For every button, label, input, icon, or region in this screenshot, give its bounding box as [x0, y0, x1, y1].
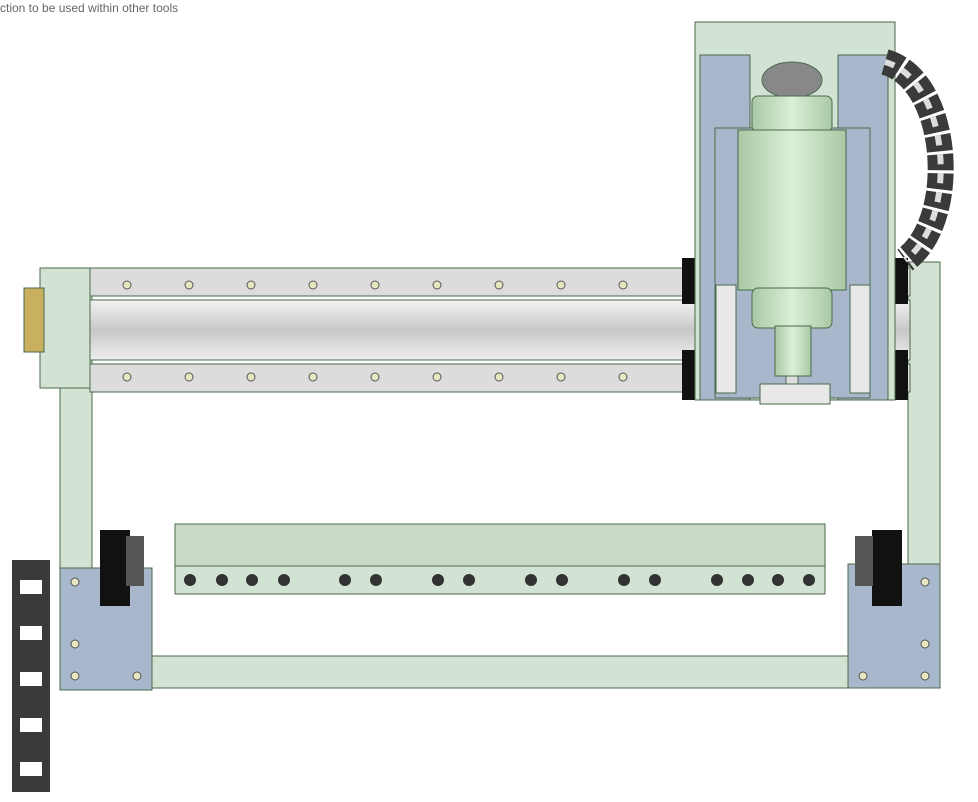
spindle-motor — [737, 61, 847, 385]
caption-text: ction to be used within other tools — [0, 1, 179, 15]
y-axis-bearings — [100, 530, 902, 606]
clamp-strip — [174, 523, 826, 595]
rail-bolts — [122, 280, 628, 382]
cable-chain-left — [12, 560, 50, 792]
frame-bolts — [70, 577, 930, 681]
clamp-knobs — [184, 574, 815, 586]
